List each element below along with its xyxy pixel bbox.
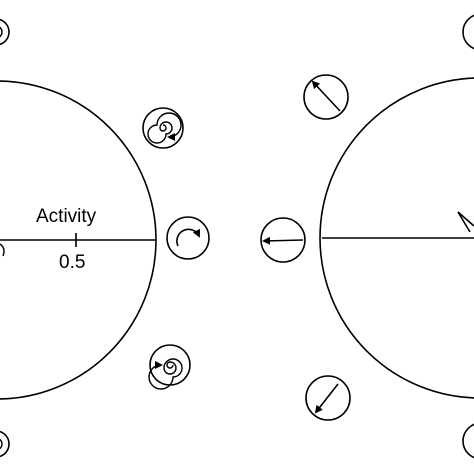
orientation-pointer [457,211,474,233]
axis-origin-mark [0,243,5,257]
activity-tick-label: 0.5 [59,252,85,273]
arrow-icon-bottom-partial [462,423,474,459]
spiral-icon [142,107,184,149]
arrow-up-left-icon [303,74,349,120]
arrow-left-icon [260,217,306,263]
spiral-icon [148,344,191,390]
pattern-icon-bottom-partial [0,430,10,458]
arc-arrow-icon [166,216,210,260]
pattern-icon-top-partial [0,18,10,46]
right-large-circle [319,77,474,399]
activity-axis-label: Activity [36,206,97,227]
right-diagram [260,14,474,459]
left-diagram: Activity 0.5 [0,18,210,458]
arrow-down-left-icon [305,375,351,421]
arrow-icon-top-partial [462,14,474,50]
